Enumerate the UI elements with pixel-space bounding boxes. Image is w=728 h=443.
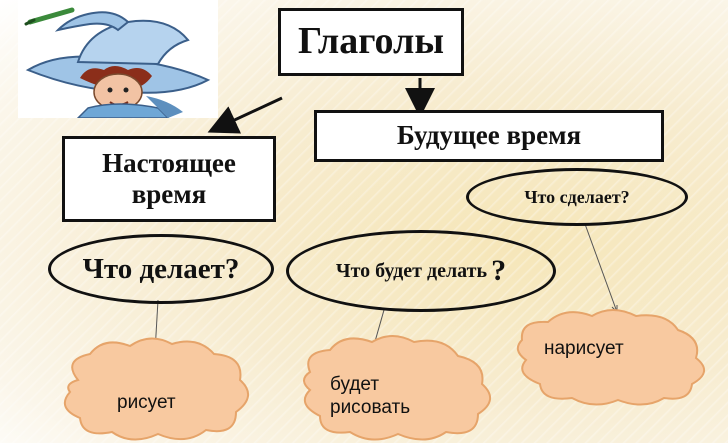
arrow-to-present xyxy=(207,96,283,134)
cloud-present xyxy=(63,337,249,441)
cloud-future-compound xyxy=(303,335,491,441)
future-compound-example-text: будет рисовать xyxy=(330,374,411,418)
future-tense-box: Будущее время xyxy=(314,110,664,162)
present-tense-label: Настоящее время xyxy=(102,147,236,209)
title-text: Глаголы xyxy=(297,20,444,63)
present-tense-box: Настоящее время xyxy=(62,136,276,222)
future-simple-question-oval: Что сделает? xyxy=(466,168,688,226)
title-box: Глаголы xyxy=(278,8,464,76)
present-question-oval: Что делает? xyxy=(48,234,274,304)
future-simple-example-text: нарисует xyxy=(544,338,624,359)
future-simple-question-text: Что сделает? xyxy=(524,186,630,207)
cloud-future-simple xyxy=(516,309,705,406)
wizard-hat-illustration xyxy=(18,0,218,118)
future-compound-question-text: Что будет делать xyxy=(335,259,488,282)
present-question-text: Что делает? xyxy=(82,252,240,285)
future-compound-question-mark: ? xyxy=(491,254,507,287)
wizard-hat-icon xyxy=(24,7,211,118)
line-simple-to-example xyxy=(584,223,618,313)
future-compound-question-oval: Что будет делать ? xyxy=(286,230,556,312)
future-tense-label: Будущее время xyxy=(396,120,582,151)
present-example-text: рисует xyxy=(117,392,176,413)
